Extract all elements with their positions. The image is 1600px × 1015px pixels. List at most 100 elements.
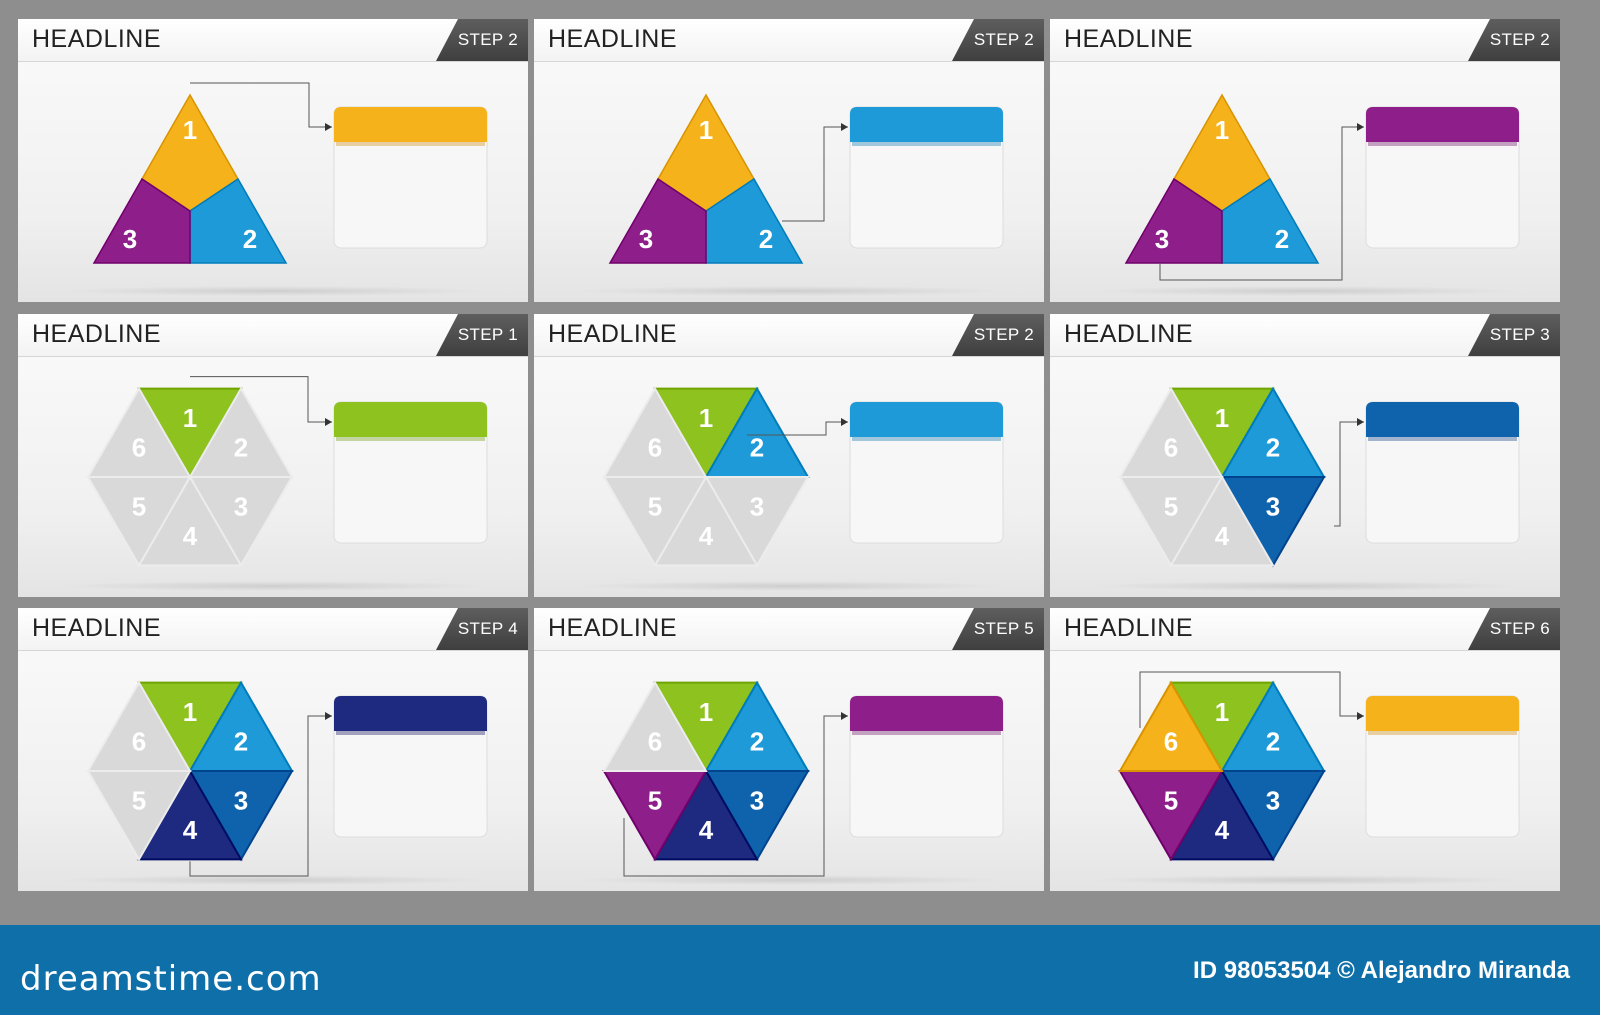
segment-number-6: 6 xyxy=(132,433,146,463)
hexagon-segment-6 xyxy=(1118,386,1224,478)
segment-number-5: 5 xyxy=(648,491,662,521)
headline: HEADLINE xyxy=(548,25,678,53)
step-label: STEP 6 xyxy=(1489,619,1550,638)
segment-number-2: 2 xyxy=(234,727,248,757)
segment-number-5: 5 xyxy=(1164,785,1178,815)
segment-number-2: 2 xyxy=(750,433,764,463)
segment-number-1: 1 xyxy=(1215,115,1229,145)
segment-number-1: 1 xyxy=(699,115,713,145)
floor-shadow xyxy=(574,286,1004,296)
headline: HEADLINE xyxy=(548,614,678,642)
segment-number-2: 2 xyxy=(1266,433,1280,463)
info-card-header-shadow xyxy=(852,437,1001,441)
slide-header: HEADLINE STEP 1 xyxy=(18,314,528,357)
floor-shadow xyxy=(58,286,488,296)
connector-line xyxy=(189,715,332,877)
segment-number-5: 5 xyxy=(648,785,662,815)
info-card-header xyxy=(334,402,487,437)
diagram: 123 xyxy=(92,82,488,264)
slide-header: HEADLINE STEP 2 xyxy=(1050,19,1560,62)
floor-shadow xyxy=(1090,286,1520,296)
info-card-header-shadow xyxy=(852,142,1001,146)
connector-line xyxy=(1159,126,1364,281)
segment-number-2: 2 xyxy=(243,224,257,254)
step-label: STEP 1 xyxy=(457,325,518,344)
connector-arrow-icon xyxy=(1357,418,1364,426)
headline: HEADLINE xyxy=(1064,614,1194,642)
connector-arrow-icon xyxy=(325,712,332,720)
segment-number-4: 4 xyxy=(1215,521,1230,551)
slide-header: HEADLINE STEP 4 xyxy=(18,608,528,651)
headline: HEADLINE xyxy=(548,320,678,348)
info-card-header xyxy=(1366,402,1519,437)
image-credit: ID 98053504 © Alejandro Miranda xyxy=(1193,957,1570,984)
triangle-segment-3 xyxy=(608,177,707,264)
floor-shadow xyxy=(58,875,488,885)
segment-number-3: 3 xyxy=(639,224,653,254)
connector-line xyxy=(782,126,848,222)
segment-number-3: 3 xyxy=(234,491,248,521)
footer-bar: dreamstime.com ID 98053504 © Alejandro M… xyxy=(0,925,1600,1015)
connector-arrow-icon xyxy=(841,418,848,426)
step-label: STEP 3 xyxy=(1489,325,1550,344)
step-label: STEP 4 xyxy=(457,619,518,638)
diagram: 123 xyxy=(608,93,1004,264)
headline: HEADLINE xyxy=(1064,320,1194,348)
segment-number-3: 3 xyxy=(1155,224,1169,254)
segment-number-3: 3 xyxy=(750,785,764,815)
segment-number-1: 1 xyxy=(699,403,713,433)
floor-shadow xyxy=(1090,875,1520,885)
segment-number-1: 1 xyxy=(183,403,197,433)
connector-line xyxy=(747,421,848,436)
segment-number-4: 4 xyxy=(183,521,198,551)
headline: HEADLINE xyxy=(32,614,162,642)
connector-arrow-icon xyxy=(841,123,848,131)
segment-number-4: 4 xyxy=(699,521,714,551)
connector-line xyxy=(1139,671,1364,728)
connector-arrow-icon xyxy=(841,712,848,720)
connector-arrow-icon xyxy=(1357,123,1364,131)
headline: HEADLINE xyxy=(32,25,162,53)
connector-arrow-icon xyxy=(325,123,332,131)
info-card-header-shadow xyxy=(336,437,485,441)
segment-number-1: 1 xyxy=(699,697,713,727)
slide-header: HEADLINE STEP 6 xyxy=(1050,608,1560,651)
segment-number-6: 6 xyxy=(648,433,662,463)
diagram: 123 xyxy=(1124,93,1520,281)
info-card-header xyxy=(334,696,487,731)
step-label: STEP 2 xyxy=(1489,30,1550,49)
segment-number-4: 4 xyxy=(1215,815,1230,845)
segment-number-3: 3 xyxy=(1266,491,1280,521)
floor-shadow xyxy=(574,581,1004,591)
segment-number-5: 5 xyxy=(132,785,146,815)
connector-line xyxy=(1334,421,1364,527)
info-card-header xyxy=(1366,696,1519,731)
info-card-header-shadow xyxy=(1368,731,1517,735)
segment-number-6: 6 xyxy=(132,727,146,757)
slide-header: HEADLINE STEP 3 xyxy=(1050,314,1560,357)
segment-number-3: 3 xyxy=(1266,785,1280,815)
info-card-header-shadow xyxy=(1368,437,1517,441)
slide-header: HEADLINE STEP 2 xyxy=(534,19,1044,62)
hexagon-segment-6 xyxy=(602,386,708,478)
step-label: STEP 2 xyxy=(973,30,1034,49)
step-tab: STEP 3 xyxy=(1468,314,1560,356)
connector-line xyxy=(190,376,332,423)
info-card-header-shadow xyxy=(852,731,1001,735)
brand-logo[interactable]: dreamstime.com xyxy=(20,959,322,999)
hexagon-segment-6 xyxy=(602,680,708,772)
info-card-header xyxy=(850,402,1003,437)
slide-header: HEADLINE STEP 2 xyxy=(18,19,528,62)
